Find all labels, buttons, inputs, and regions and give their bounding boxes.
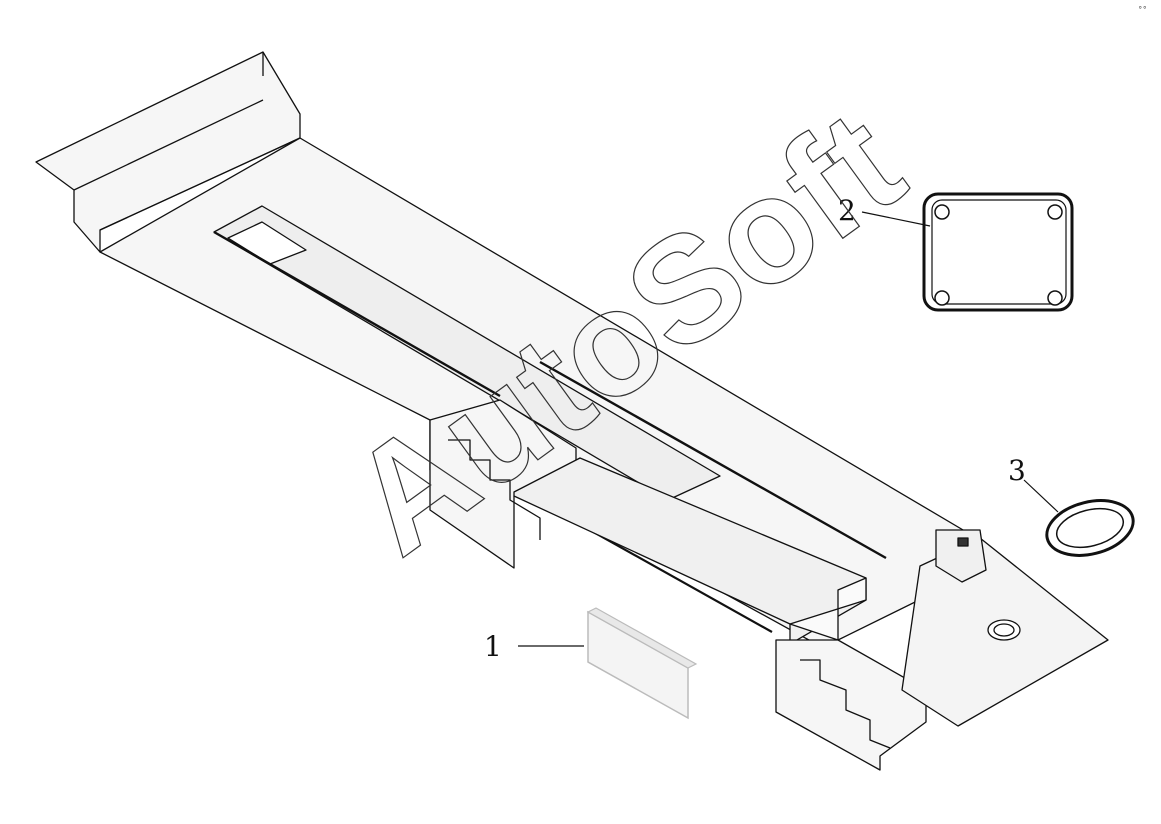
left-step-lines [73, 99, 264, 191]
cover-plate-inner [931, 199, 1067, 305]
cover-bolt-hole [934, 290, 950, 306]
rail-line-left [213, 230, 501, 398]
post-bolt [957, 537, 969, 547]
pad-edge [586, 607, 698, 669]
end-plate-hole [987, 619, 1021, 641]
corner-mark-icon: ˚˚ [1138, 6, 1147, 17]
leader-lines [518, 211, 1059, 647]
callout-number-1: 1 [484, 630, 502, 663]
end-plate-hole-inner [993, 623, 1015, 637]
middle-block-front [789, 577, 867, 641]
right-post [935, 529, 987, 583]
center-steps [448, 439, 541, 540]
right-step-well [775, 639, 927, 771]
right-steps [800, 659, 891, 749]
washer-outer [1045, 499, 1135, 557]
left-step-lines-2 [99, 137, 301, 231]
callout-number-2: 2 [838, 194, 856, 227]
floor-frame-assembly [35, 51, 1109, 771]
part-pad [586, 607, 698, 720]
rail-line-right [539, 360, 887, 560]
part-cover-plate [922, 192, 1074, 312]
leader-line-3 [1023, 479, 1059, 513]
leader-line-2 [861, 211, 931, 227]
cover-bolt-hole [1047, 290, 1063, 306]
callout-number-3: 3 [1008, 454, 1026, 487]
washer-inner [1055, 507, 1125, 549]
cover-bolt-hole [1047, 204, 1063, 220]
part-ring-washer [1045, 499, 1135, 557]
cover-plate-outer [922, 192, 1074, 312]
pad-body [587, 610, 689, 720]
cover-bolt-hole [934, 204, 950, 220]
